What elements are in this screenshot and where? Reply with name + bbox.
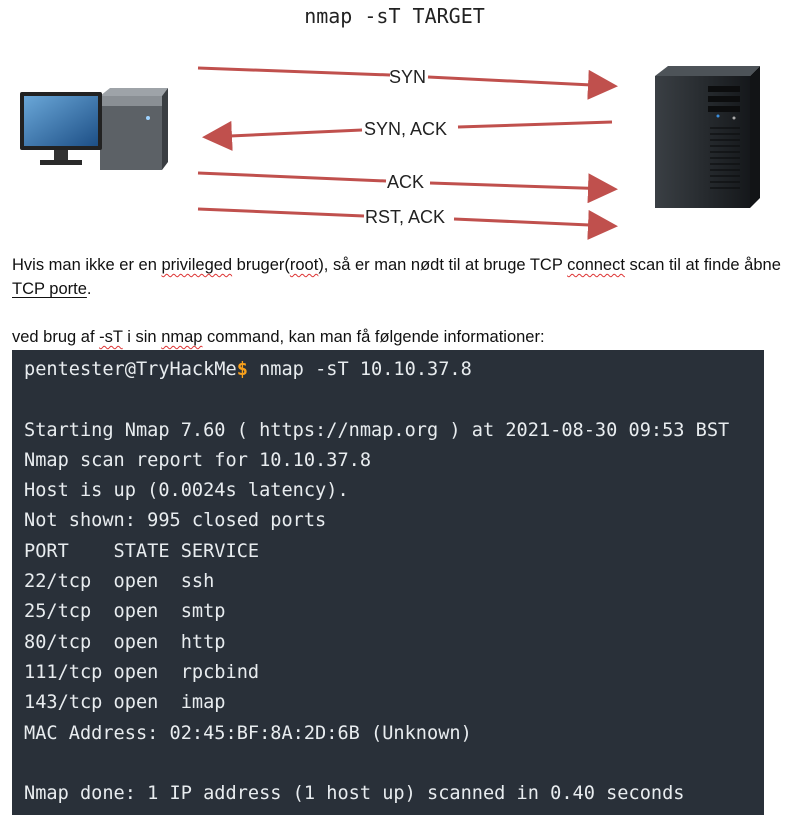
text-segment: command, kan man få følgende information… bbox=[202, 328, 545, 346]
terminal-line: MAC Address: 02:45:BF:8A:2D:6B (Unknown) bbox=[24, 722, 472, 744]
arrow-label-syn-ack: SYN, ACK bbox=[364, 119, 447, 139]
arrow-rst-ack bbox=[197, 207, 365, 218]
arrow-syn bbox=[197, 66, 391, 77]
desktop-computer-icon bbox=[20, 88, 168, 170]
tcp-handshake-diagram: nmap -sT TARGET bbox=[0, 0, 789, 248]
text-segment: . bbox=[86, 280, 92, 298]
terminal-line: 80/tcp open http bbox=[24, 631, 226, 653]
terminal-prompt-line: pentester@TryHackMe$ nmap -sT 10.10.37.8 bbox=[24, 355, 764, 385]
spellcheck-word: root bbox=[289, 256, 319, 274]
terminal-line: 111/tcp open rpcbind bbox=[24, 661, 260, 683]
terminal-line: 22/tcp open ssh bbox=[24, 571, 215, 593]
terminal-line: Nmap scan report for 10.10.37.8 bbox=[24, 449, 372, 471]
spellcheck-word: privileged bbox=[161, 256, 233, 274]
arrow-label-rst-ack: RST, ACK bbox=[365, 207, 445, 227]
arrow-label-ack: ACK bbox=[387, 172, 424, 192]
text-segment: ), så er man nødt til at bruge TCP bbox=[318, 256, 568, 274]
terminal-line: Host is up (0.0024s latency). bbox=[24, 480, 349, 502]
info-paragraph: ved brug af -sT i sin nmap command, kan … bbox=[12, 325, 782, 349]
diagram-title: nmap -sT TARGET bbox=[304, 4, 485, 28]
terminal-line bbox=[24, 385, 764, 415]
prompt-user: pentester@TryHackMe bbox=[24, 359, 237, 380]
server-tower-icon bbox=[655, 66, 760, 208]
underlined-text: TCP porte bbox=[12, 280, 87, 298]
terminal-line: Not shown: 995 closed ports bbox=[24, 510, 327, 532]
text-segment: scan til at finde åbne bbox=[624, 256, 781, 274]
terminal-line: 143/tcp open imap bbox=[24, 692, 226, 714]
terminal-line: Nmap done: 1 IP address (1 host up) scan… bbox=[24, 783, 685, 805]
intro-paragraph: Hvis man ikke er en privileged bruger(ro… bbox=[12, 253, 782, 301]
terminal-line: 25/tcp open smtp bbox=[24, 601, 226, 623]
spellcheck-word: connect bbox=[567, 256, 625, 274]
spellcheck-word: -sT bbox=[99, 328, 123, 346]
prompt-symbol: $ bbox=[236, 359, 248, 380]
text-segment: ved brug af bbox=[12, 328, 100, 346]
text-segment: i sin bbox=[122, 328, 162, 346]
terminal-output: pentester@TryHackMe$ nmap -sT 10.10.37.8… bbox=[12, 350, 764, 815]
terminal-command: nmap -sT 10.10.37.8 bbox=[247, 359, 472, 380]
arrow-ack bbox=[197, 171, 387, 183]
text-segment: bruger( bbox=[232, 256, 290, 274]
terminal-line: PORT STATE SERVICE bbox=[24, 540, 260, 562]
terminal-line bbox=[24, 749, 764, 779]
arrow-label-syn: SYN bbox=[389, 67, 426, 87]
diagram-canvas: SYN SYN, ACK ACK RST, ACK bbox=[20, 66, 760, 240]
spellcheck-word: nmap bbox=[161, 328, 203, 346]
terminal-line: Starting Nmap 7.60 ( https://nmap.org ) … bbox=[24, 419, 730, 441]
text-segment: Hvis man ikke er en bbox=[12, 256, 162, 274]
arrow-syn-ack bbox=[457, 120, 613, 129]
